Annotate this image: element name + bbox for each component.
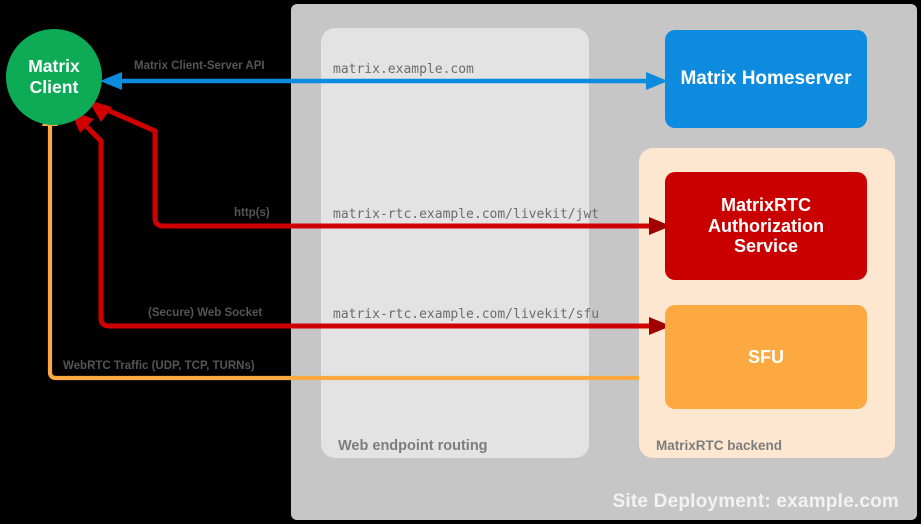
matrix-cs-api-arrowhead-homeserver (646, 72, 668, 90)
node-auth-label: MatrixRTC Authorization Service (708, 195, 824, 258)
endpoint-label-matrix: matrix.example.com (333, 62, 474, 77)
sfu-websocket-line (76, 116, 655, 329)
node-sfu-label: SFU (748, 346, 784, 367)
webrtc-traffic-line (47, 125, 655, 381)
jwt-http-arrowhead-client (88, 100, 112, 122)
sfu-websocket-arrowhead-sfu (649, 317, 671, 335)
node-matrix-homeserver-label: Matrix Homeserver (680, 67, 852, 89)
site-deployment-label: Site Deployment: example.com (612, 491, 899, 512)
web-endpoint-routing-panel (321, 28, 589, 458)
web-endpoint-routing-label: Web endpoint routing (338, 438, 488, 454)
matrixrtc-backend-label: MatrixRTC backend (656, 438, 783, 453)
node-matrix-client[interactable]: Matrix Client (6, 29, 102, 125)
node-matrixrtc-authorization-service[interactable]: MatrixRTC Authorization Service (665, 172, 867, 280)
edge-label-webrtc: WebRTC Traffic (UDP, TCP, TURNs) (63, 360, 255, 372)
node-matrix-homeserver[interactable]: Matrix Homeserver (665, 30, 867, 128)
endpoint-label-jwt: matrix-rtc.example.com/livekit/jwt (333, 207, 600, 222)
auth-label-line2: Authorization (708, 215, 824, 236)
auth-label-line3: Service (733, 236, 799, 257)
endpoint-label-sfu: matrix-rtc.example.com/livekit/sfu (333, 307, 600, 322)
edge-label-matrix-cs-api: Matrix Client-Server API (134, 60, 265, 72)
node-matrix-client-label: Matrix Client (28, 56, 80, 97)
edge-label-websocket: (Secure) Web Socket (148, 307, 263, 319)
client-label-line2: Client (29, 77, 79, 97)
node-sfu[interactable]: SFU (665, 305, 867, 409)
auth-label-line1: MatrixRTC (720, 194, 811, 215)
jwt-http-line (94, 102, 655, 229)
edge-label-http: http(s) (234, 207, 270, 219)
jwt-http-arrowhead-auth (649, 217, 671, 235)
client-label-line1: Matrix (28, 56, 80, 77)
matrix-cs-api-arrowhead-client (100, 72, 122, 90)
